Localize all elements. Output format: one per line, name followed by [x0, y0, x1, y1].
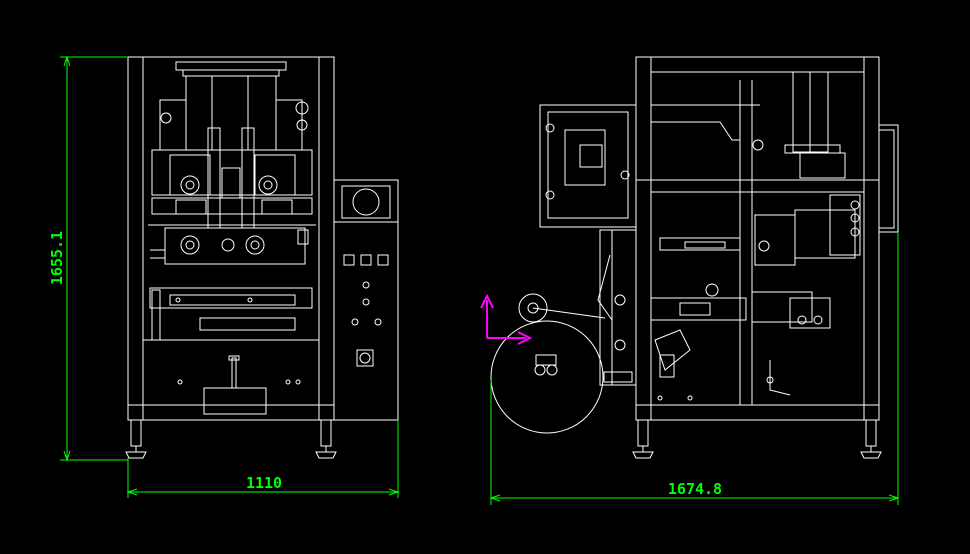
- side-width-label: 1674.8: [668, 480, 722, 498]
- front-right-foot: [315, 451, 337, 459]
- indicator-button-1: [343, 254, 355, 266]
- emergency-stop: [356, 349, 374, 367]
- front-left-foot: [125, 451, 147, 459]
- front-width-label: 1110: [246, 474, 282, 492]
- film-unwind-module: [490, 104, 637, 434]
- control-box: [333, 179, 399, 421]
- control-panel: [333, 179, 399, 421]
- display-dial: [352, 188, 380, 216]
- front-bag-outlet: [203, 387, 267, 415]
- front-height-label: 1655.1: [48, 231, 66, 285]
- film-roll: [490, 320, 604, 434]
- dimension-lines: [60, 55, 900, 505]
- ucs-icon: [480, 293, 533, 345]
- film-roller: [518, 293, 548, 323]
- front-view: [125, 56, 337, 459]
- indicator-button-3: [377, 254, 389, 266]
- indicator-button-2: [360, 254, 372, 266]
- hmi-screen: [341, 185, 391, 219]
